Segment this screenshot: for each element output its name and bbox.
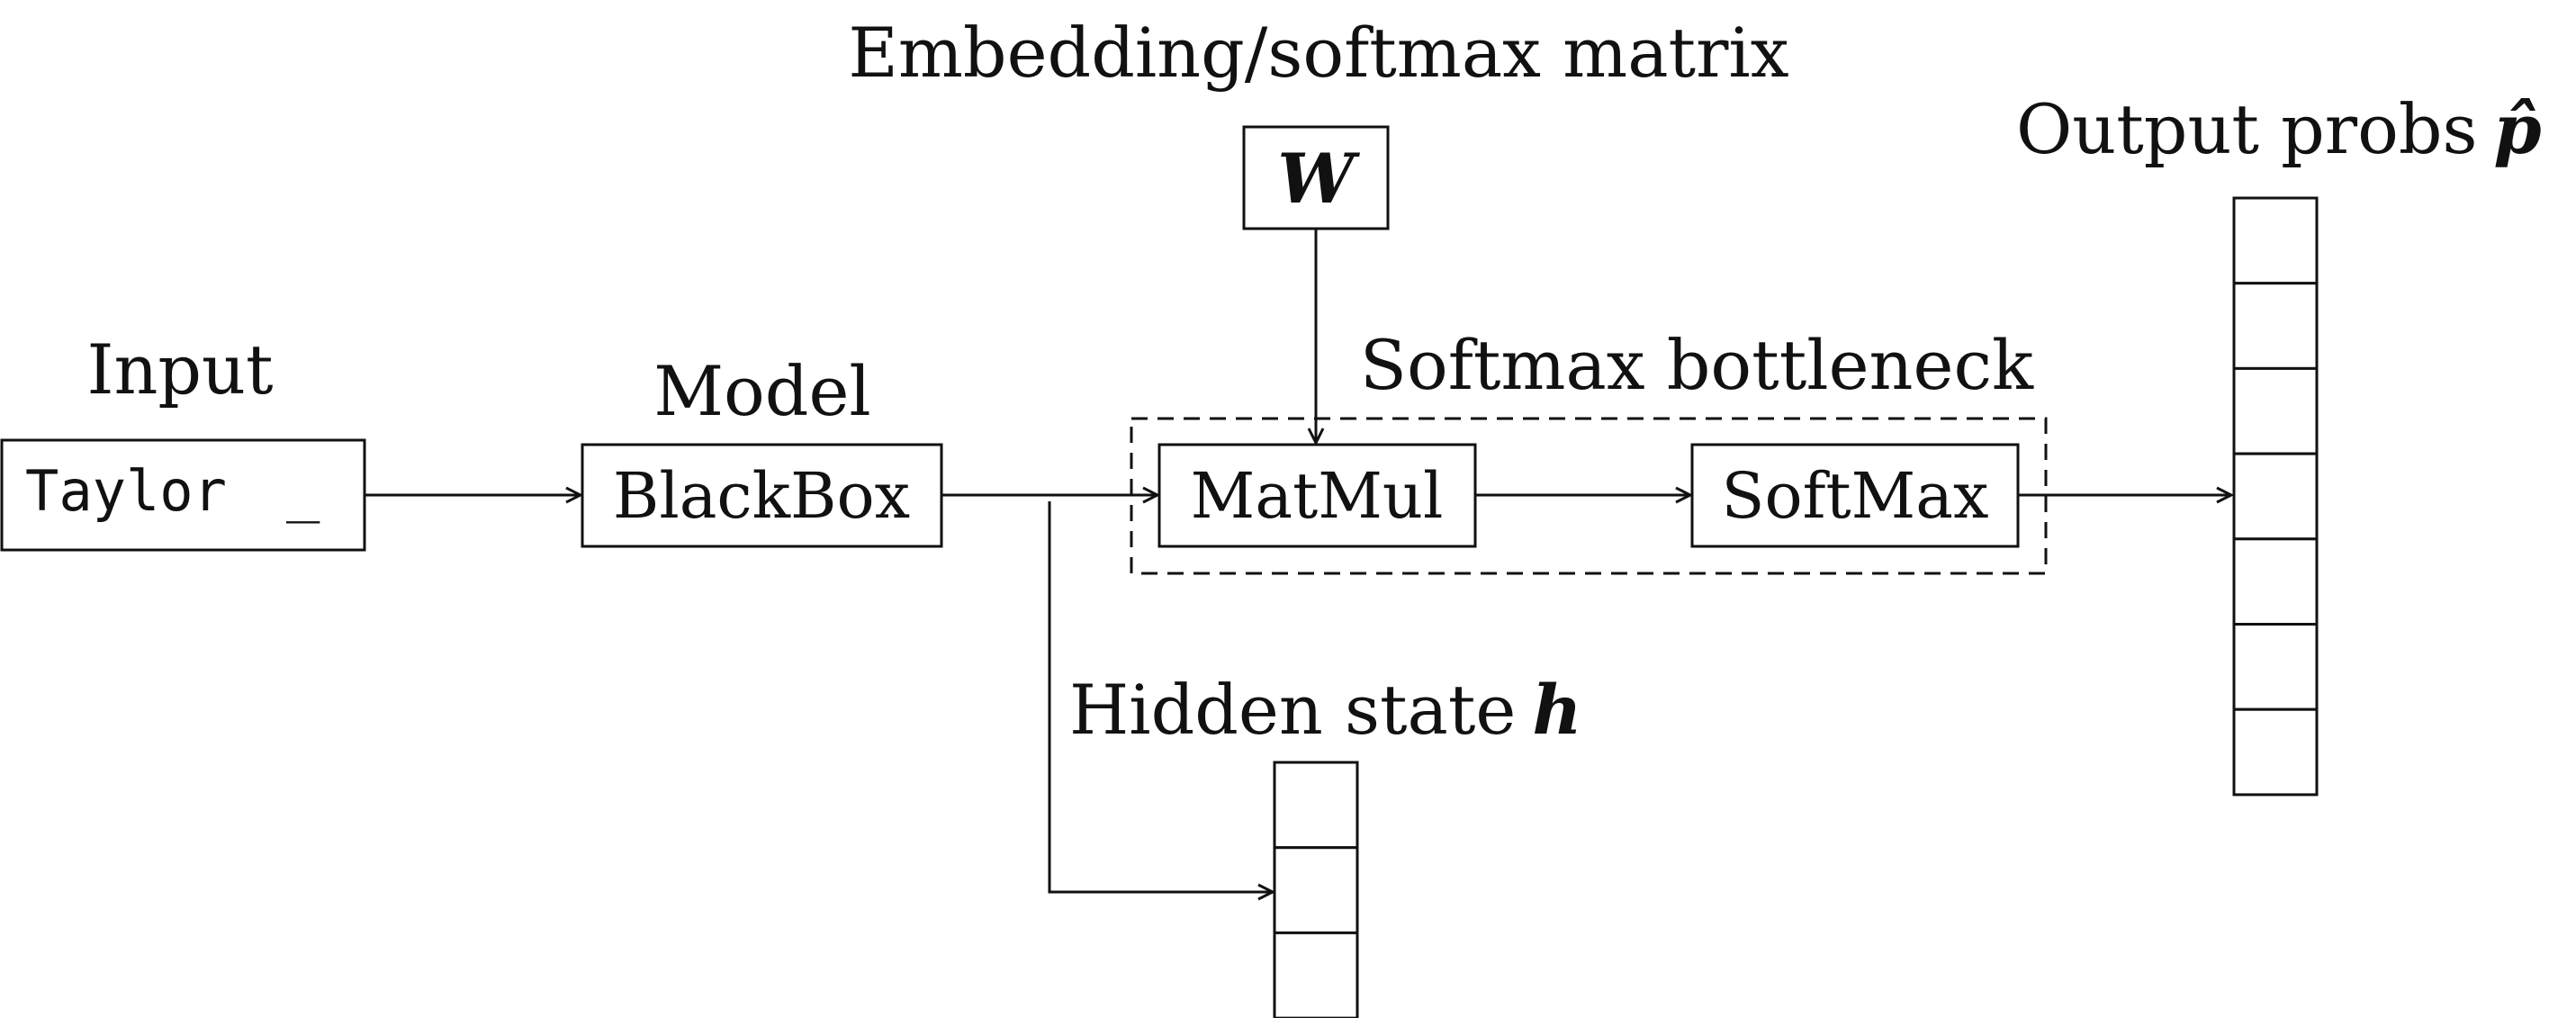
softmax-label: SoftMax: [1721, 459, 1988, 533]
blackbox-label: BlackBox: [613, 459, 910, 533]
softmax-bottleneck-title: Softmax bottleneck: [1360, 325, 2034, 405]
model-title: Model: [653, 351, 871, 431]
output-probs-cell: [2232, 537, 2319, 626]
softmax-node: SoftMax: [1690, 443, 2020, 548]
output-probs-cell: [2232, 707, 2319, 797]
output-probs-cell: [2232, 623, 2319, 711]
weight-matrix-node: W: [1242, 125, 1390, 230]
hidden-state-symbol: h: [1532, 670, 1581, 750]
blackbox-node: BlackBox: [581, 443, 943, 548]
hidden-state-cell: [1273, 761, 1359, 850]
output-probs-cell: [2232, 366, 2319, 455]
hidden-state-cell: [1273, 931, 1359, 1018]
output-probs-cell: [2232, 452, 2319, 541]
input-token-text: Taylor: [25, 458, 227, 524]
arrow-to-hidden-state: [1048, 501, 1273, 892]
output-probs-symbol: p̂: [2493, 89, 2541, 169]
input-blank-text: _: [286, 458, 320, 524]
matmul-label: MatMul: [1191, 459, 1444, 533]
output-probs-cell: [2232, 282, 2319, 370]
output-probs-label: Output probs: [2016, 89, 2477, 169]
embedding-matrix-title: Embedding/softmax matrix: [848, 13, 1788, 93]
hidden-state-vector: [1273, 761, 1359, 1018]
output-probs-cell: [2232, 196, 2319, 285]
matmul-node: MatMul: [1157, 443, 1477, 548]
input-title: Input: [86, 329, 273, 410]
input-box: Taylor _: [0, 438, 366, 552]
hidden-state-cell: [1273, 846, 1359, 934]
weight-matrix-label: W: [1277, 139, 1360, 219]
output-probs-vector: [2232, 196, 2319, 797]
hidden-state-label: Hidden state: [1069, 670, 1516, 750]
